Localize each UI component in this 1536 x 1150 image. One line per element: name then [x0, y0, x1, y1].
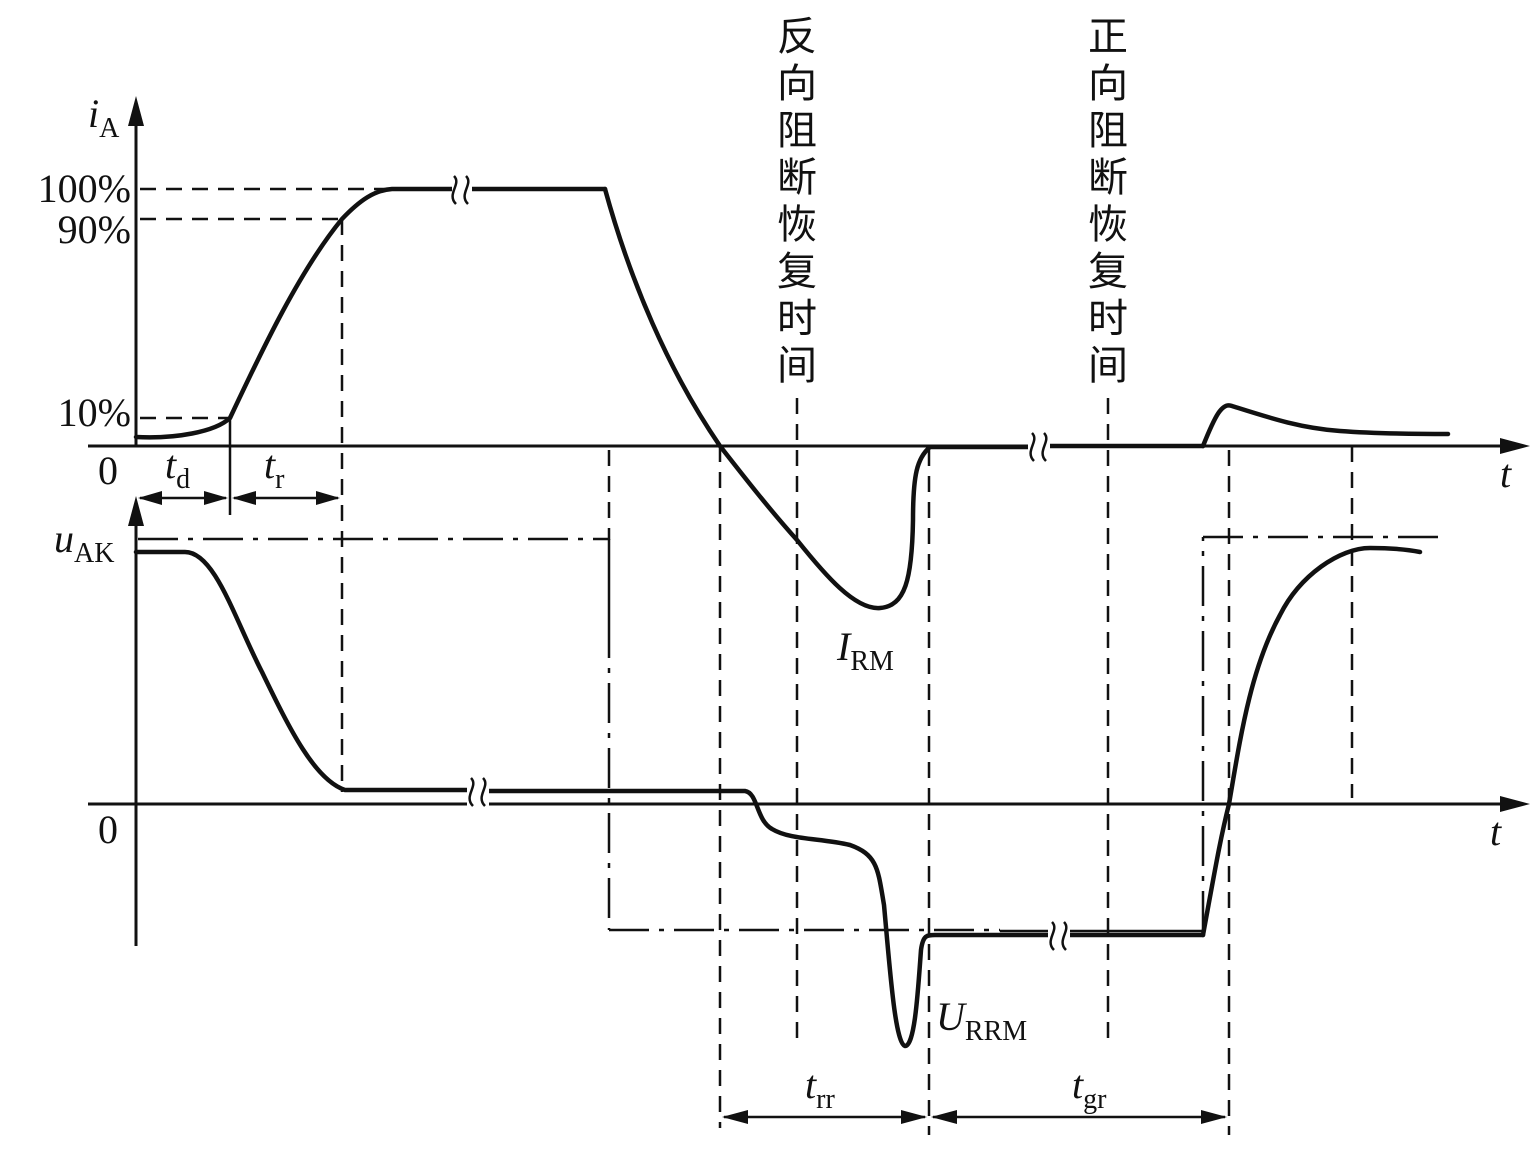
reverse-char-1: 反 [777, 14, 817, 60]
forward-char-2: 向 [1088, 61, 1128, 107]
trr-left-arrow-icon [722, 1110, 748, 1124]
interval-arrows [138, 418, 1227, 1124]
forward-char-7: 时 [1088, 296, 1128, 342]
reverse-blocking-recovery-time-label: 反 向 阻 断 恢 复 时 间 [777, 14, 817, 389]
applied-voltage-step [138, 535, 1448, 933]
ia-fall-and-reverse-recovery-curve [602, 186, 1033, 611]
tr-label: tr [264, 442, 285, 495]
irm-label: IRM [836, 624, 894, 677]
forward-char-8: 间 [1088, 343, 1128, 389]
uak-fall-curve [133, 549, 473, 793]
label-90-percent: 90% [58, 207, 131, 252]
ia-axis-arrow-icon [128, 96, 144, 126]
label-10-percent: 10% [58, 390, 131, 435]
anode-current-waveform [133, 186, 1451, 611]
uak-axis-arrow-icon [128, 496, 144, 526]
bottom-origin-label: 0 [98, 807, 118, 852]
td-left-arrow-icon [138, 491, 162, 505]
td-right-arrow-icon [204, 491, 228, 505]
top-t-axis-label: t [1500, 451, 1512, 496]
ia-axis-label: iA [88, 91, 120, 144]
trr-label: trr [805, 1062, 835, 1115]
ia-forward-reapply-bump-curve [1200, 403, 1451, 449]
forward-char-1: 正 [1088, 14, 1128, 60]
tr-left-arrow-icon [232, 491, 256, 505]
uak-forward-rise-curve [1200, 545, 1423, 938]
top-axis-break-icon [1028, 432, 1050, 462]
percent-labels: 100% 90% 10% [38, 166, 131, 435]
tgr-right-arrow-icon [1201, 1110, 1227, 1124]
anode-cathode-voltage-waveform [133, 545, 1423, 1049]
forward-char-3: 阻 [1088, 108, 1128, 154]
forward-blocking-recovery-time-label: 正 向 阻 断 恢 复 时 间 [1088, 14, 1128, 389]
top-curve-break-icon [451, 174, 472, 205]
forward-char-6: 复 [1088, 249, 1128, 295]
axis-breaks [451, 174, 1070, 951]
uak-reverse-break-icon [1048, 921, 1070, 951]
uak-flat-break-icon [467, 777, 489, 807]
tgr-label: tgr [1072, 1062, 1107, 1115]
top-time-axis-arrow-icon [1500, 438, 1530, 454]
bottom-time-axis-arrow-icon [1500, 796, 1530, 812]
uak-flat-and-recovery-curve [482, 788, 1053, 1049]
peak-labels: IRM URRM [836, 624, 1027, 1047]
forward-char-5: 恢 [1088, 202, 1128, 248]
reference-lines [140, 187, 1354, 1135]
bottom-t-axis-label: t [1490, 809, 1502, 854]
label-100-percent: 100% [38, 166, 131, 211]
reverse-char-7: 时 [777, 296, 817, 342]
reverse-char-6: 复 [777, 249, 817, 295]
urrm-label: URRM [936, 994, 1027, 1047]
axes [88, 96, 1530, 946]
reverse-char-3: 阻 [777, 108, 817, 154]
reverse-char-4: 断 [777, 155, 817, 201]
reverse-char-2: 向 [777, 61, 817, 107]
reverse-char-5: 恢 [777, 202, 817, 248]
uak-axis-label: uAK [54, 516, 114, 569]
tgr-left-arrow-icon [931, 1110, 957, 1124]
forward-char-4: 断 [1088, 155, 1128, 201]
trr-right-arrow-icon [901, 1110, 927, 1124]
reverse-char-8: 间 [777, 343, 817, 389]
axis-labels: iA uAK t t 0 0 [54, 91, 1512, 854]
ia-rise-curve [133, 186, 458, 440]
td-label: td [165, 442, 190, 495]
tr-right-arrow-icon [316, 491, 340, 505]
top-origin-label: 0 [98, 448, 118, 493]
interval-labels: td tr trr tgr [165, 442, 1107, 1115]
